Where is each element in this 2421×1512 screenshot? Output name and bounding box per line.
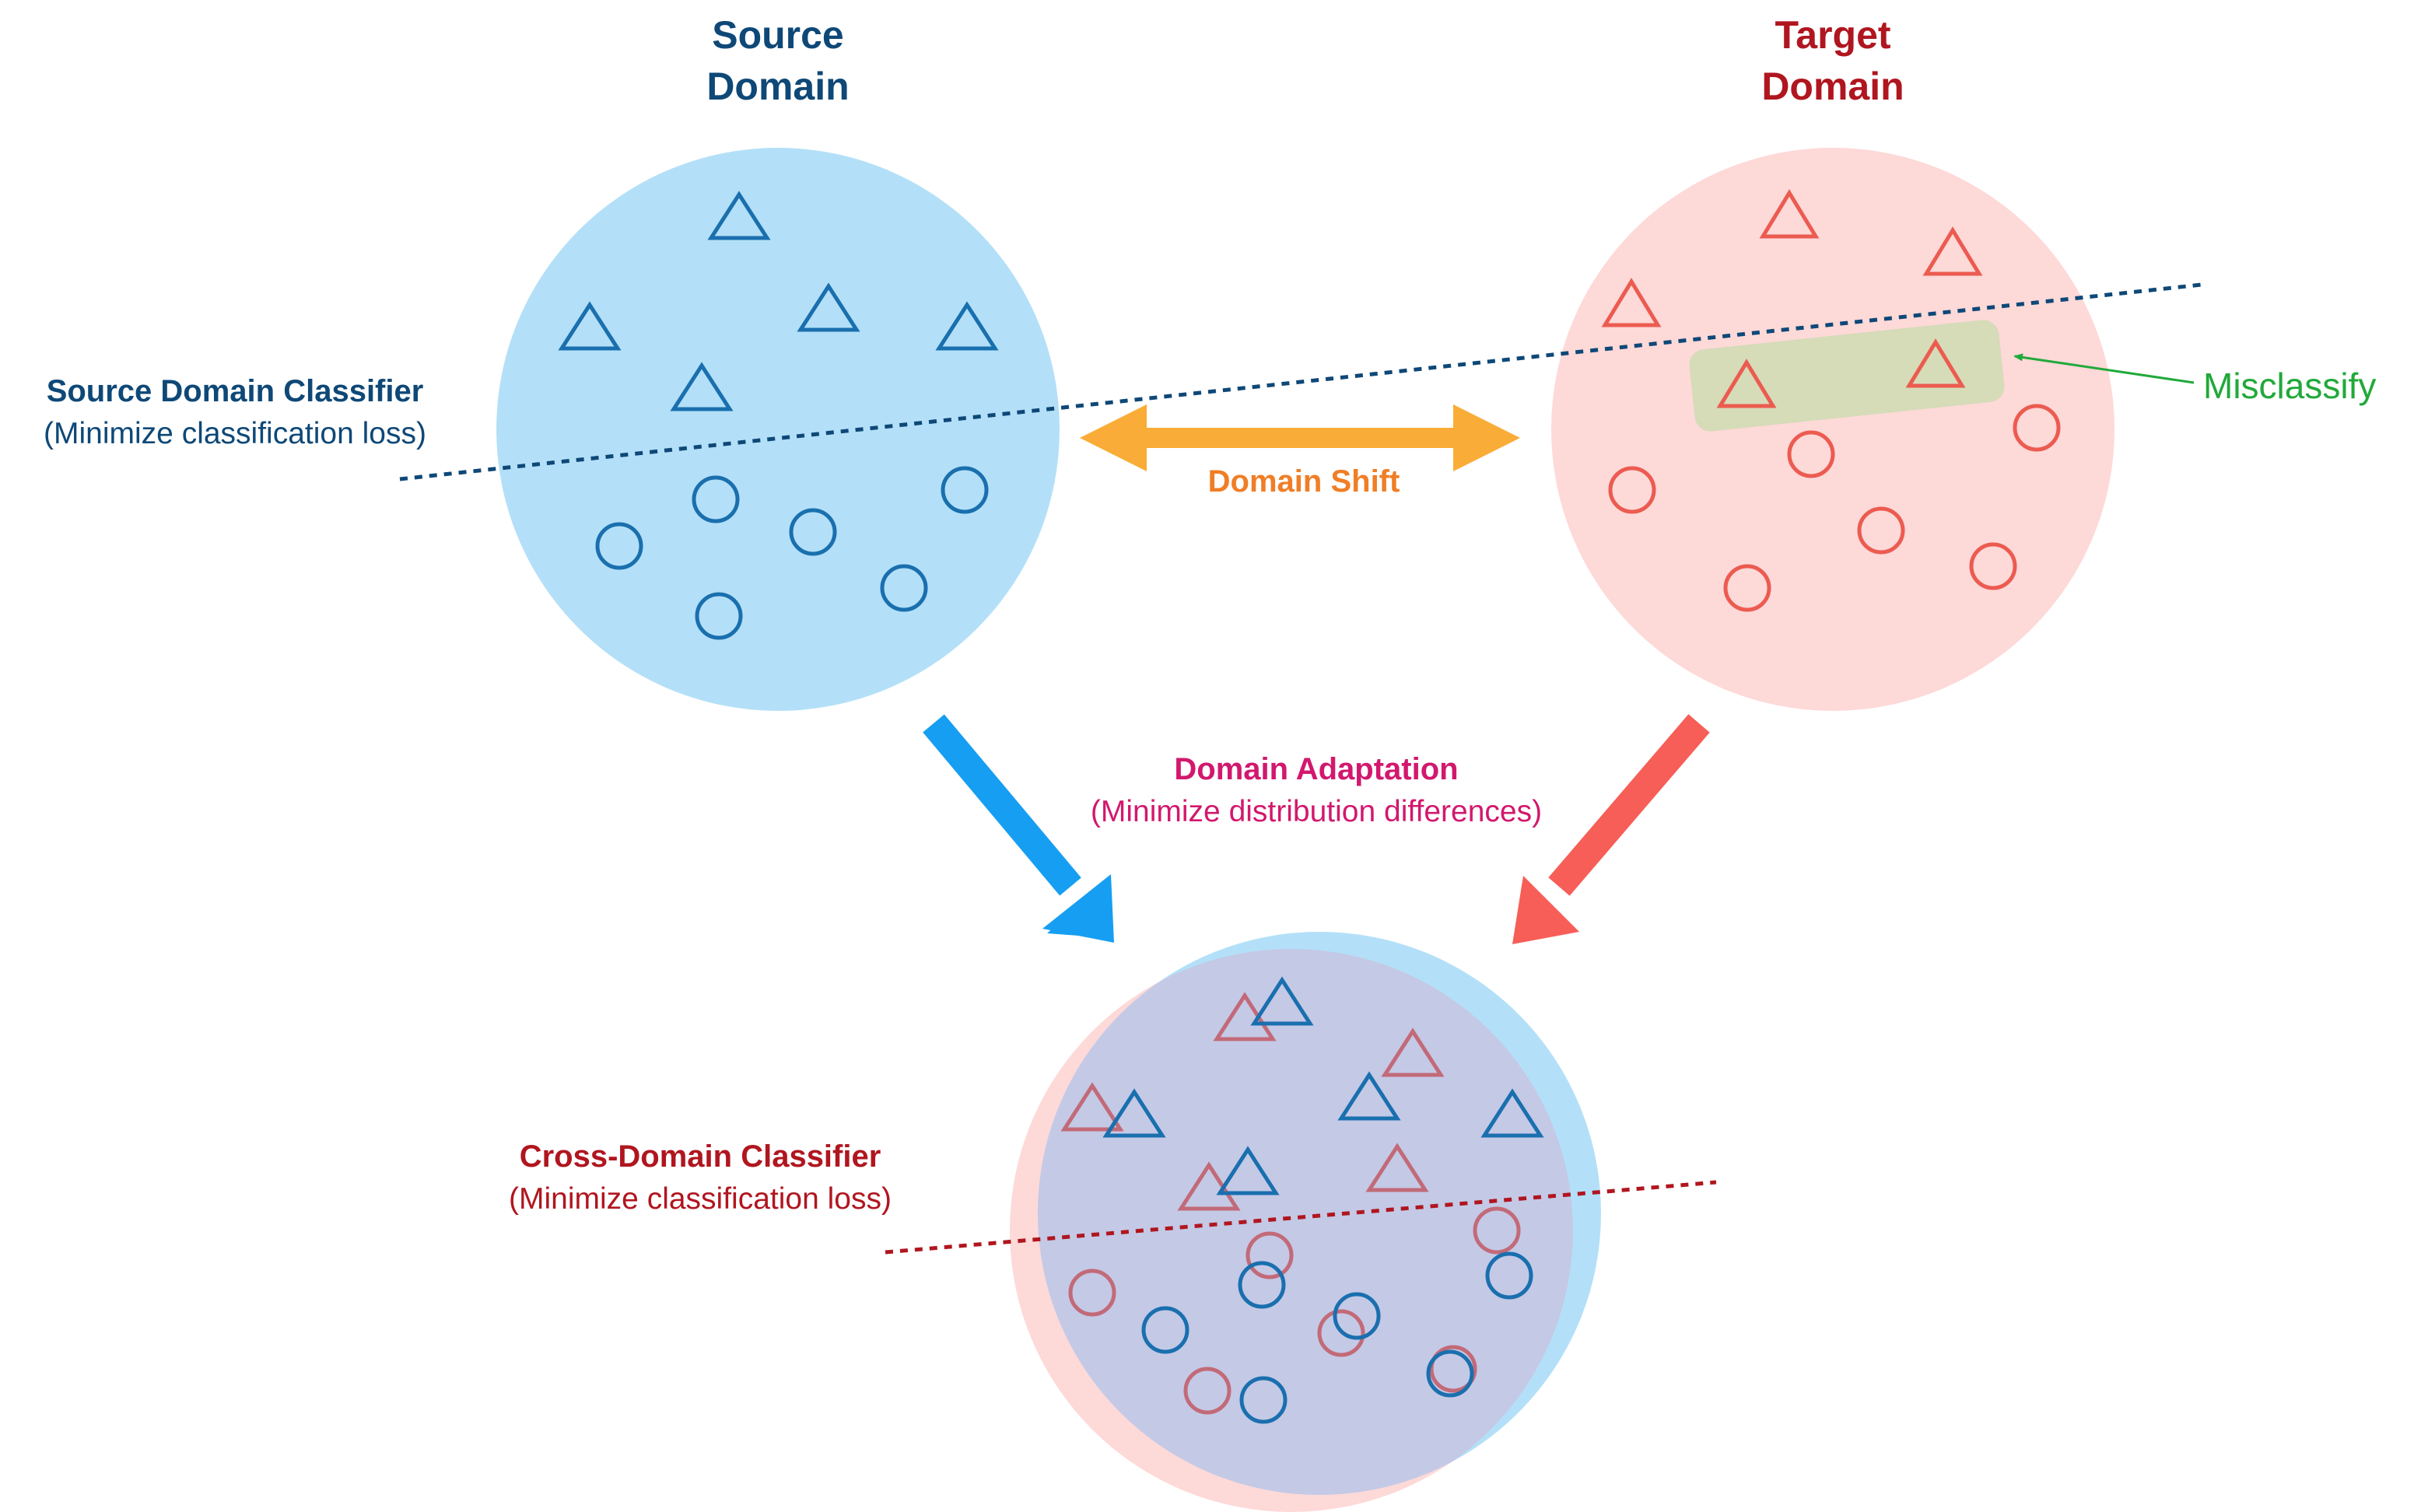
target-triangle bbox=[1601, 278, 1662, 327]
misclassified-highlight bbox=[1689, 320, 2005, 432]
target-adaptation-arrow bbox=[1512, 714, 1710, 944]
source-triangle bbox=[935, 301, 999, 351]
target-circle bbox=[1068, 1269, 1116, 1317]
source-classifier-subtitle: (Minimize classification loss) bbox=[44, 417, 426, 450]
target-triangle bbox=[1905, 338, 1966, 388]
cross-classifier-subtitle: (Minimize classification loss) bbox=[509, 1182, 892, 1216]
merged-domain bbox=[885, 932, 1717, 1512]
cross-classifier-line bbox=[885, 1180, 1717, 1255]
target-circle bbox=[2013, 404, 2061, 452]
merged-source-samples bbox=[1102, 976, 1544, 1424]
source-triangle bbox=[1102, 1088, 1166, 1138]
source-circle bbox=[941, 466, 989, 514]
source-triangle bbox=[1337, 1071, 1401, 1121]
source-circle bbox=[695, 592, 743, 640]
target-circle bbox=[1857, 506, 1905, 555]
target-circle bbox=[1183, 1367, 1232, 1415]
source-domain bbox=[496, 148, 1060, 711]
target-circle bbox=[1473, 1206, 1521, 1255]
misclassify-label: Misclassify bbox=[2203, 366, 2376, 406]
target-triangle bbox=[1716, 359, 1777, 408]
source-triangle bbox=[670, 362, 734, 411]
source-circle bbox=[1141, 1306, 1189, 1354]
target-triangle bbox=[1922, 226, 1983, 276]
target-triangle bbox=[1365, 1143, 1429, 1192]
target-circle bbox=[1969, 542, 2017, 590]
cross-classifier-title: Cross-Domain Classifier bbox=[520, 1139, 881, 1174]
target-triangle bbox=[1381, 1027, 1445, 1077]
source-samples bbox=[558, 191, 999, 640]
target-samples bbox=[1601, 189, 2061, 612]
target-triangle bbox=[1759, 189, 1820, 239]
domain-adaptation-title: Domain Adaptation bbox=[1174, 752, 1458, 786]
source-circle bbox=[1239, 1376, 1288, 1424]
source-circle bbox=[1333, 1292, 1381, 1340]
source-triangle bbox=[1480, 1088, 1544, 1138]
source-circle bbox=[880, 564, 928, 612]
source-circle bbox=[789, 508, 837, 556]
target-circle bbox=[1246, 1231, 1294, 1279]
source-domain-circle bbox=[496, 148, 1060, 711]
target-circle bbox=[1608, 466, 1656, 514]
source-domain-title: Domain bbox=[706, 65, 849, 108]
source-circle bbox=[1485, 1251, 1533, 1300]
source-domain-title: Source bbox=[712, 13, 844, 57]
misclassify-arrow bbox=[2013, 353, 2195, 384]
source-triangle bbox=[797, 282, 860, 332]
domain-shift-label: Domain Shift bbox=[1208, 464, 1400, 499]
target-domain bbox=[1551, 148, 2114, 711]
source-triangle bbox=[1216, 1146, 1280, 1195]
target-domain-circle bbox=[1551, 148, 2114, 711]
source-triangle bbox=[707, 191, 771, 240]
target-domain-title: Target bbox=[1775, 13, 1890, 57]
source-circle bbox=[692, 475, 740, 523]
domain-shift-arrow bbox=[1080, 404, 1520, 471]
source-circle bbox=[1426, 1349, 1474, 1398]
source-classifier-line bbox=[399, 282, 2202, 481]
source-circle bbox=[1238, 1261, 1286, 1309]
target-triangle bbox=[1060, 1082, 1124, 1132]
target-circle bbox=[1429, 1345, 1477, 1393]
source-triangle bbox=[558, 301, 622, 351]
source-classifier-title: Source Domain Classifier bbox=[47, 374, 424, 408]
merged-target-samples bbox=[1060, 992, 1521, 1415]
target-circle bbox=[1723, 564, 1771, 612]
source-circle bbox=[595, 522, 643, 570]
target-circle bbox=[1317, 1309, 1365, 1357]
target-circle bbox=[1787, 430, 1835, 478]
domain-adaptation-subtitle: (Minimize distribution differences) bbox=[1091, 795, 1542, 828]
target-domain-title: Domain bbox=[1761, 65, 1904, 108]
source-triangle bbox=[1250, 976, 1314, 1026]
source-adaptation-arrow bbox=[923, 714, 1114, 943]
